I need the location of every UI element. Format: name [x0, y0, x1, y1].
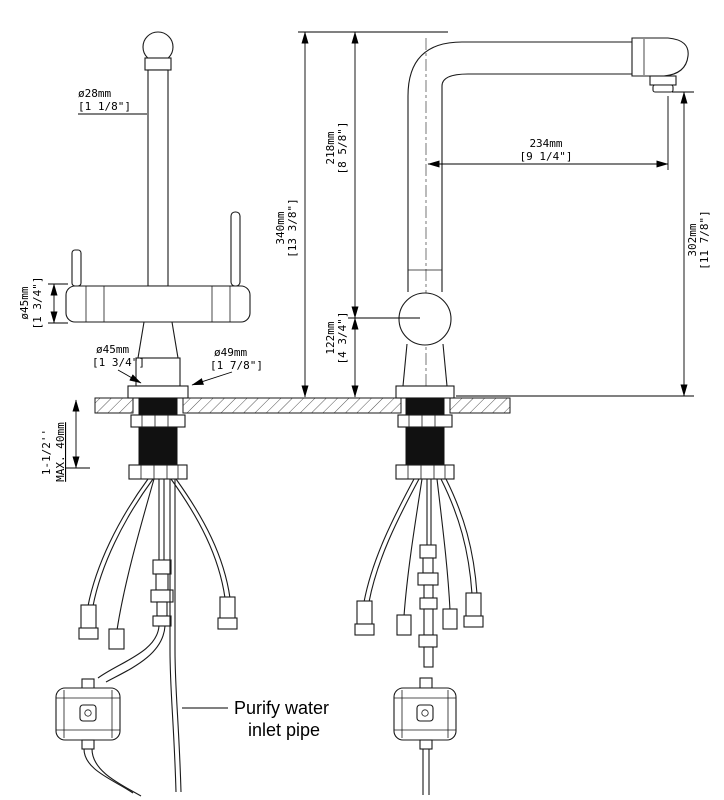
- spout-side: [407, 41, 632, 292]
- dim-label: 218mm: [324, 131, 337, 164]
- dim-base-diameter: ø45mm [1 3/4"]: [92, 343, 145, 384]
- filter-cartridge-side: [393, 677, 457, 795]
- faucet-neck: [137, 321, 179, 359]
- dim-label: ø45mm: [18, 286, 31, 319]
- dim-outlet-height: 302mm [11 7/8"]: [456, 91, 711, 397]
- callout-text: inlet pipe: [248, 720, 320, 740]
- dim-label: 234mm: [529, 137, 562, 150]
- dim-body-diameter: ø45mm [1 3/4"]: [18, 277, 68, 330]
- dim-label: 302mm: [686, 223, 699, 256]
- dim-flange-diameter: ø49mm [1 7/8"]: [191, 346, 263, 386]
- dim-label: [1 1/8"]: [78, 100, 131, 113]
- pullout-spray-head: [631, 37, 689, 93]
- purify-water-callout: Purify water inlet pipe: [182, 698, 329, 740]
- mounting-nuts-side: [395, 414, 455, 480]
- base-flange-front: [127, 385, 189, 399]
- check-valve-front: [97, 479, 174, 683]
- dim-label: [13 3/8"]: [286, 198, 299, 258]
- dim-label: [1 7/8"]: [210, 359, 263, 372]
- mixer-lever-handle: [230, 211, 241, 287]
- purify-inlet-pipe: [169, 479, 182, 793]
- dim-label: [1 3/4"]: [31, 277, 44, 330]
- faucet-side-view: [354, 37, 689, 795]
- filter-cartridge-front: [55, 678, 142, 797]
- dim-label: MAX. 40mm: [54, 422, 67, 482]
- dim-label: [1 3/4"]: [92, 356, 145, 369]
- check-valve-side: [417, 479, 439, 668]
- base-flange-side: [395, 385, 455, 399]
- dim-spout-diameter: ø28mm [1 1/8"]: [78, 87, 147, 115]
- dim-spout-height: 218mm [8 5/8"]: [324, 31, 359, 319]
- dim-label: [11 7/8"]: [698, 210, 711, 270]
- threaded-shank-front: [138, 397, 178, 467]
- threaded-shank-side: [405, 397, 445, 467]
- aerator: [649, 75, 677, 86]
- faucet-front-view: [55, 31, 251, 797]
- ball-joint: [398, 292, 452, 346]
- dim-label: 1-1/2'': [40, 429, 53, 475]
- dim-label: 340mm: [274, 211, 287, 244]
- mixer-body-front: [65, 285, 251, 323]
- dim-label: ø28mm: [78, 87, 111, 100]
- supply-hoses-front: [78, 478, 238, 650]
- dim-label: [8 5/8"]: [336, 122, 349, 175]
- dim-body-height: 122mm [4 3/4"]: [324, 312, 420, 398]
- mounting-nuts-front: [128, 414, 188, 480]
- dim-deck-thickness: 1-1/2'' MAX. 40mm: [40, 399, 90, 482]
- dim-label: [9 1/4"]: [520, 150, 573, 163]
- dim-label: [4 3/4"]: [336, 312, 349, 365]
- dim-label: ø45mm: [96, 343, 129, 356]
- dim-spout-reach: 234mm [9 1/4"]: [427, 96, 669, 170]
- spout-tube-front: [147, 69, 169, 287]
- dim-label: ø49mm: [214, 346, 247, 359]
- supply-hoses-side: [354, 478, 484, 636]
- callout-text: Purify water: [234, 698, 329, 718]
- dim-total-height: 340mm [13 3/8"]: [274, 31, 448, 398]
- countertop: [94, 397, 511, 414]
- dim-label: 122mm: [324, 321, 337, 354]
- filtered-water-handle: [71, 249, 82, 287]
